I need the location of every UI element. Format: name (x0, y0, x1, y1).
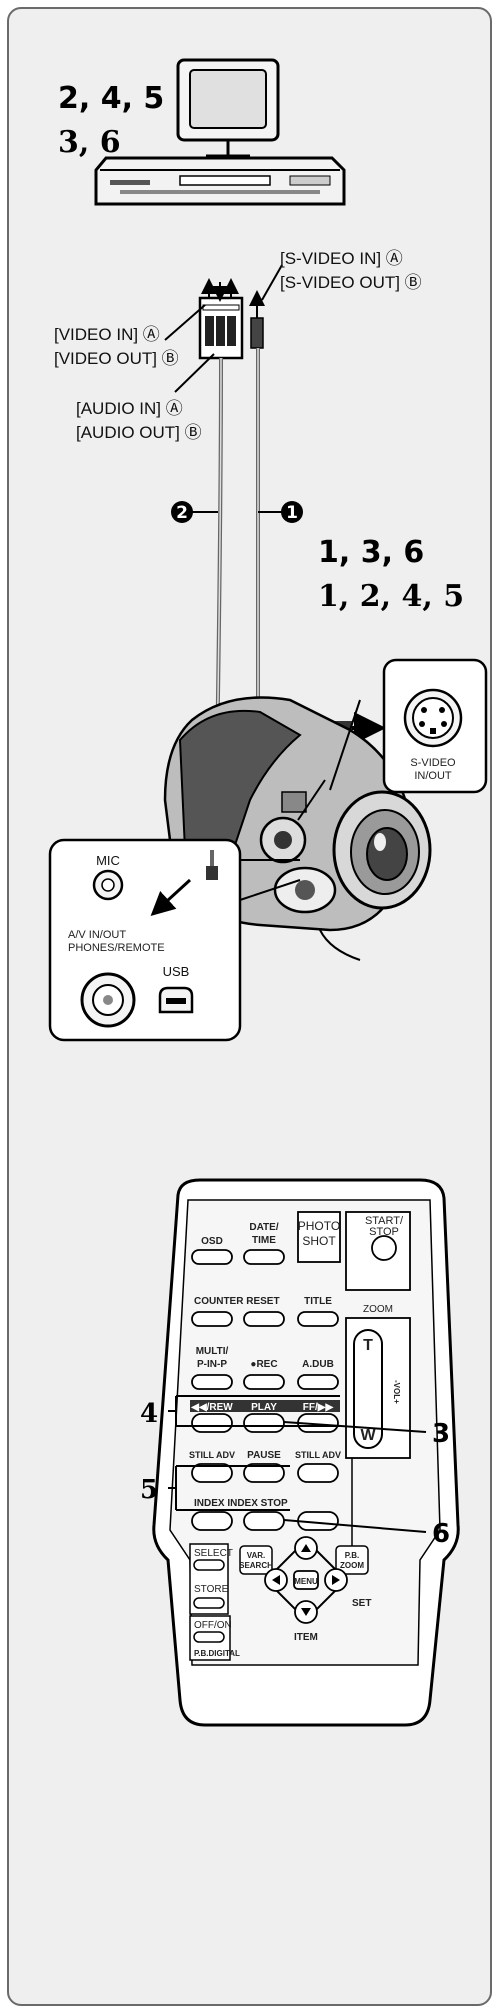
remote-pause-label: PAUSE (247, 1450, 281, 1461)
remote-zoom-w: W (360, 1427, 376, 1444)
remote-counter-reset-label: COUNTER RESET (194, 1296, 280, 1307)
remote-zoom-t: T (363, 1337, 373, 1354)
remote-start-label-2: STOP (369, 1226, 399, 1238)
remote-callout-6: 6 (432, 1519, 450, 1549)
tv-icon (178, 60, 278, 156)
mic-label: MIC (96, 853, 120, 868)
remote-item-label: ITEM (294, 1632, 318, 1643)
av-port-label-2: PHONES/REMOTE (68, 942, 165, 954)
label-video-out: [VIDEO OUT] Ⓑ (54, 349, 179, 368)
cable-2-number: 2 (176, 503, 188, 523)
s-video-plug (251, 294, 263, 348)
remote-title-label: TITLE (304, 1296, 332, 1307)
remote-still-adv-right: STILL ADV (295, 1450, 341, 1460)
s-video-port-label-2: IN/OUT (414, 770, 452, 782)
top-steps-line1: 2, 4, 5 (58, 81, 164, 116)
remote-adub-label: A.DUB (302, 1359, 334, 1370)
remote-multi-label-1: MULTI/ (196, 1346, 229, 1357)
right-steps-line1: 1, 3, 6 (318, 535, 424, 570)
remote-rew-label: ◀◀/REW (190, 1402, 233, 1413)
remote-set-label: SET (352, 1598, 371, 1609)
cable-1-number: 1 (286, 503, 298, 523)
remote-pbzoom-label-1: P.B. (345, 1551, 360, 1560)
remote-index-stop-label: INDEX INDEX STOP (194, 1498, 288, 1509)
remote-pbzoom-label-2: ZOOM (340, 1561, 364, 1570)
label-s-video-out: [S-VIDEO OUT] Ⓑ (280, 273, 422, 292)
label-audio-in: [AUDIO IN] Ⓐ (76, 399, 183, 418)
remote-ff-label: FF/▶▶ (303, 1402, 335, 1413)
remote-callout-3: 3 (432, 1419, 450, 1449)
remote-osd-label: OSD (201, 1236, 223, 1247)
remote-offon-label: OFF/ON (194, 1620, 232, 1631)
remote-zoom-label: ZOOM (363, 1304, 393, 1315)
av-plug-bundle (200, 282, 242, 358)
remote-var-label-2: SEARCH (239, 1561, 273, 1570)
right-steps-line2: 1, 2, 4, 5 (318, 579, 464, 614)
remote-store-label: STORE (194, 1584, 229, 1595)
remote-multi-label-2: P-IN-P (197, 1359, 227, 1370)
remote-vol-label: -VOL+ (392, 1380, 401, 1404)
remote-menu-label: MENU (294, 1577, 318, 1586)
top-steps-line2: 3, 6 (58, 125, 121, 160)
usb-label: USB (163, 964, 190, 979)
remote-photo-label-2: SHOT (302, 1234, 336, 1248)
remote-date-label-2: TIME (252, 1235, 276, 1246)
s-video-port-label-1: S-VIDEO (410, 757, 456, 769)
remote-date-label-1: DATE/ (249, 1222, 278, 1233)
remote-select-label: SELECT (194, 1548, 233, 1559)
remote-callout-4: 4 (140, 1399, 158, 1429)
remote-photo-label-1: PHOTO (298, 1219, 340, 1233)
label-video-in: [VIDEO IN] Ⓐ (54, 325, 160, 344)
label-s-video-in: [S-VIDEO IN] Ⓐ (280, 249, 403, 268)
label-audio-out: [AUDIO OUT] Ⓑ (76, 423, 202, 442)
remote-var-label-1: VAR. (247, 1551, 266, 1560)
vcr-icon (96, 158, 344, 204)
remote-callout-5: 5 (140, 1475, 158, 1505)
remote-rec-label: ●REC (250, 1359, 277, 1370)
remote-still-adv-left: STILL ADV (189, 1450, 235, 1460)
remote-play-label: PLAY (251, 1402, 277, 1413)
av-port-label-1: A/V IN/OUT (68, 929, 126, 941)
remote-pbdigital-label: P.B.DIGITAL (194, 1649, 240, 1658)
